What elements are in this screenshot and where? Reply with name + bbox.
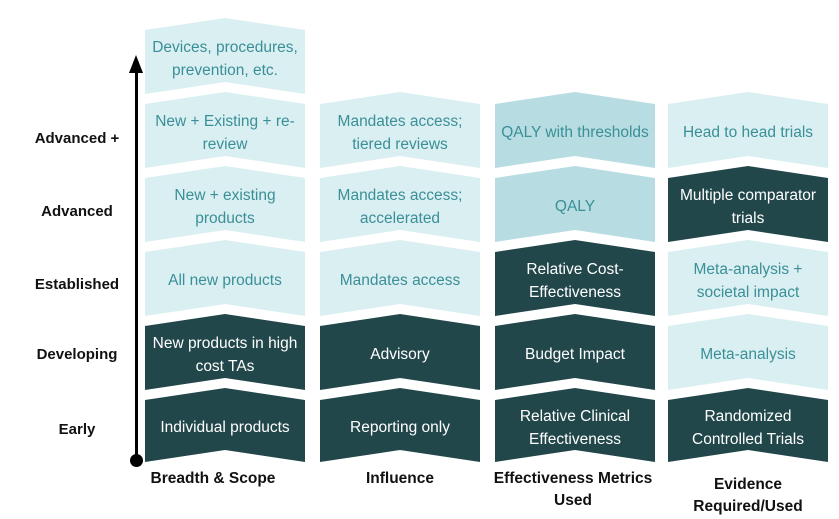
level-label-established: Established (34, 276, 120, 293)
chevron-cell: Budget Impact (495, 314, 655, 390)
chevron-cell: QALY (495, 166, 655, 242)
chevron-cell: New + Existing + re-review (145, 92, 305, 168)
column-label-influence: Influence (365, 470, 435, 487)
chevron-cell: Reporting only (320, 388, 480, 462)
chevron-cell: Meta-analysis + societal impact (668, 240, 828, 316)
chevron-cell: Individual products (145, 388, 305, 462)
column-label-breadth-scope: Breadth & Scope (150, 470, 276, 487)
chevron-cell: New products in high cost TAs (145, 314, 305, 390)
chevron-cell: Mandates access; tiered reviews (320, 92, 480, 168)
chevron-cell: Mandates access; accelerated (320, 166, 480, 242)
axis-origin-dot (130, 454, 143, 467)
chevron-cell: QALY with thresholds (495, 92, 655, 168)
column-label-effectiveness-metrics: Effectiveness Metrics Used (493, 470, 653, 510)
level-label-developing: Developing (36, 346, 118, 363)
chevron-cell: Multiple comparator trials (668, 166, 828, 242)
chevron-cell: Meta-analysis (668, 314, 828, 390)
chevron-cell: Devices, procedures, prevention, etc. (145, 18, 305, 94)
chevron-cell: Mandates access (320, 240, 480, 316)
chevron-cell: Head to head trials (668, 92, 828, 168)
level-label-early: Early (58, 421, 96, 438)
maturity-axis (135, 72, 138, 462)
level-label-advanced: Advanced (41, 203, 113, 220)
column-label-evidence: Evidence Required/Used (693, 476, 803, 516)
axis-arrow-icon (129, 55, 143, 73)
chevron-cell: All new products (145, 240, 305, 316)
chevron-cell: New + existing products (145, 166, 305, 242)
chevron-cell: Relative Cost-Effectiveness (495, 240, 655, 316)
level-label-advanced-plus: Advanced + (34, 130, 120, 147)
chevron-cell: Randomized Controlled Trials (668, 388, 828, 462)
chevron-cell: Relative Clinical Effectiveness (495, 388, 655, 462)
chevron-cell: Advisory (320, 314, 480, 390)
